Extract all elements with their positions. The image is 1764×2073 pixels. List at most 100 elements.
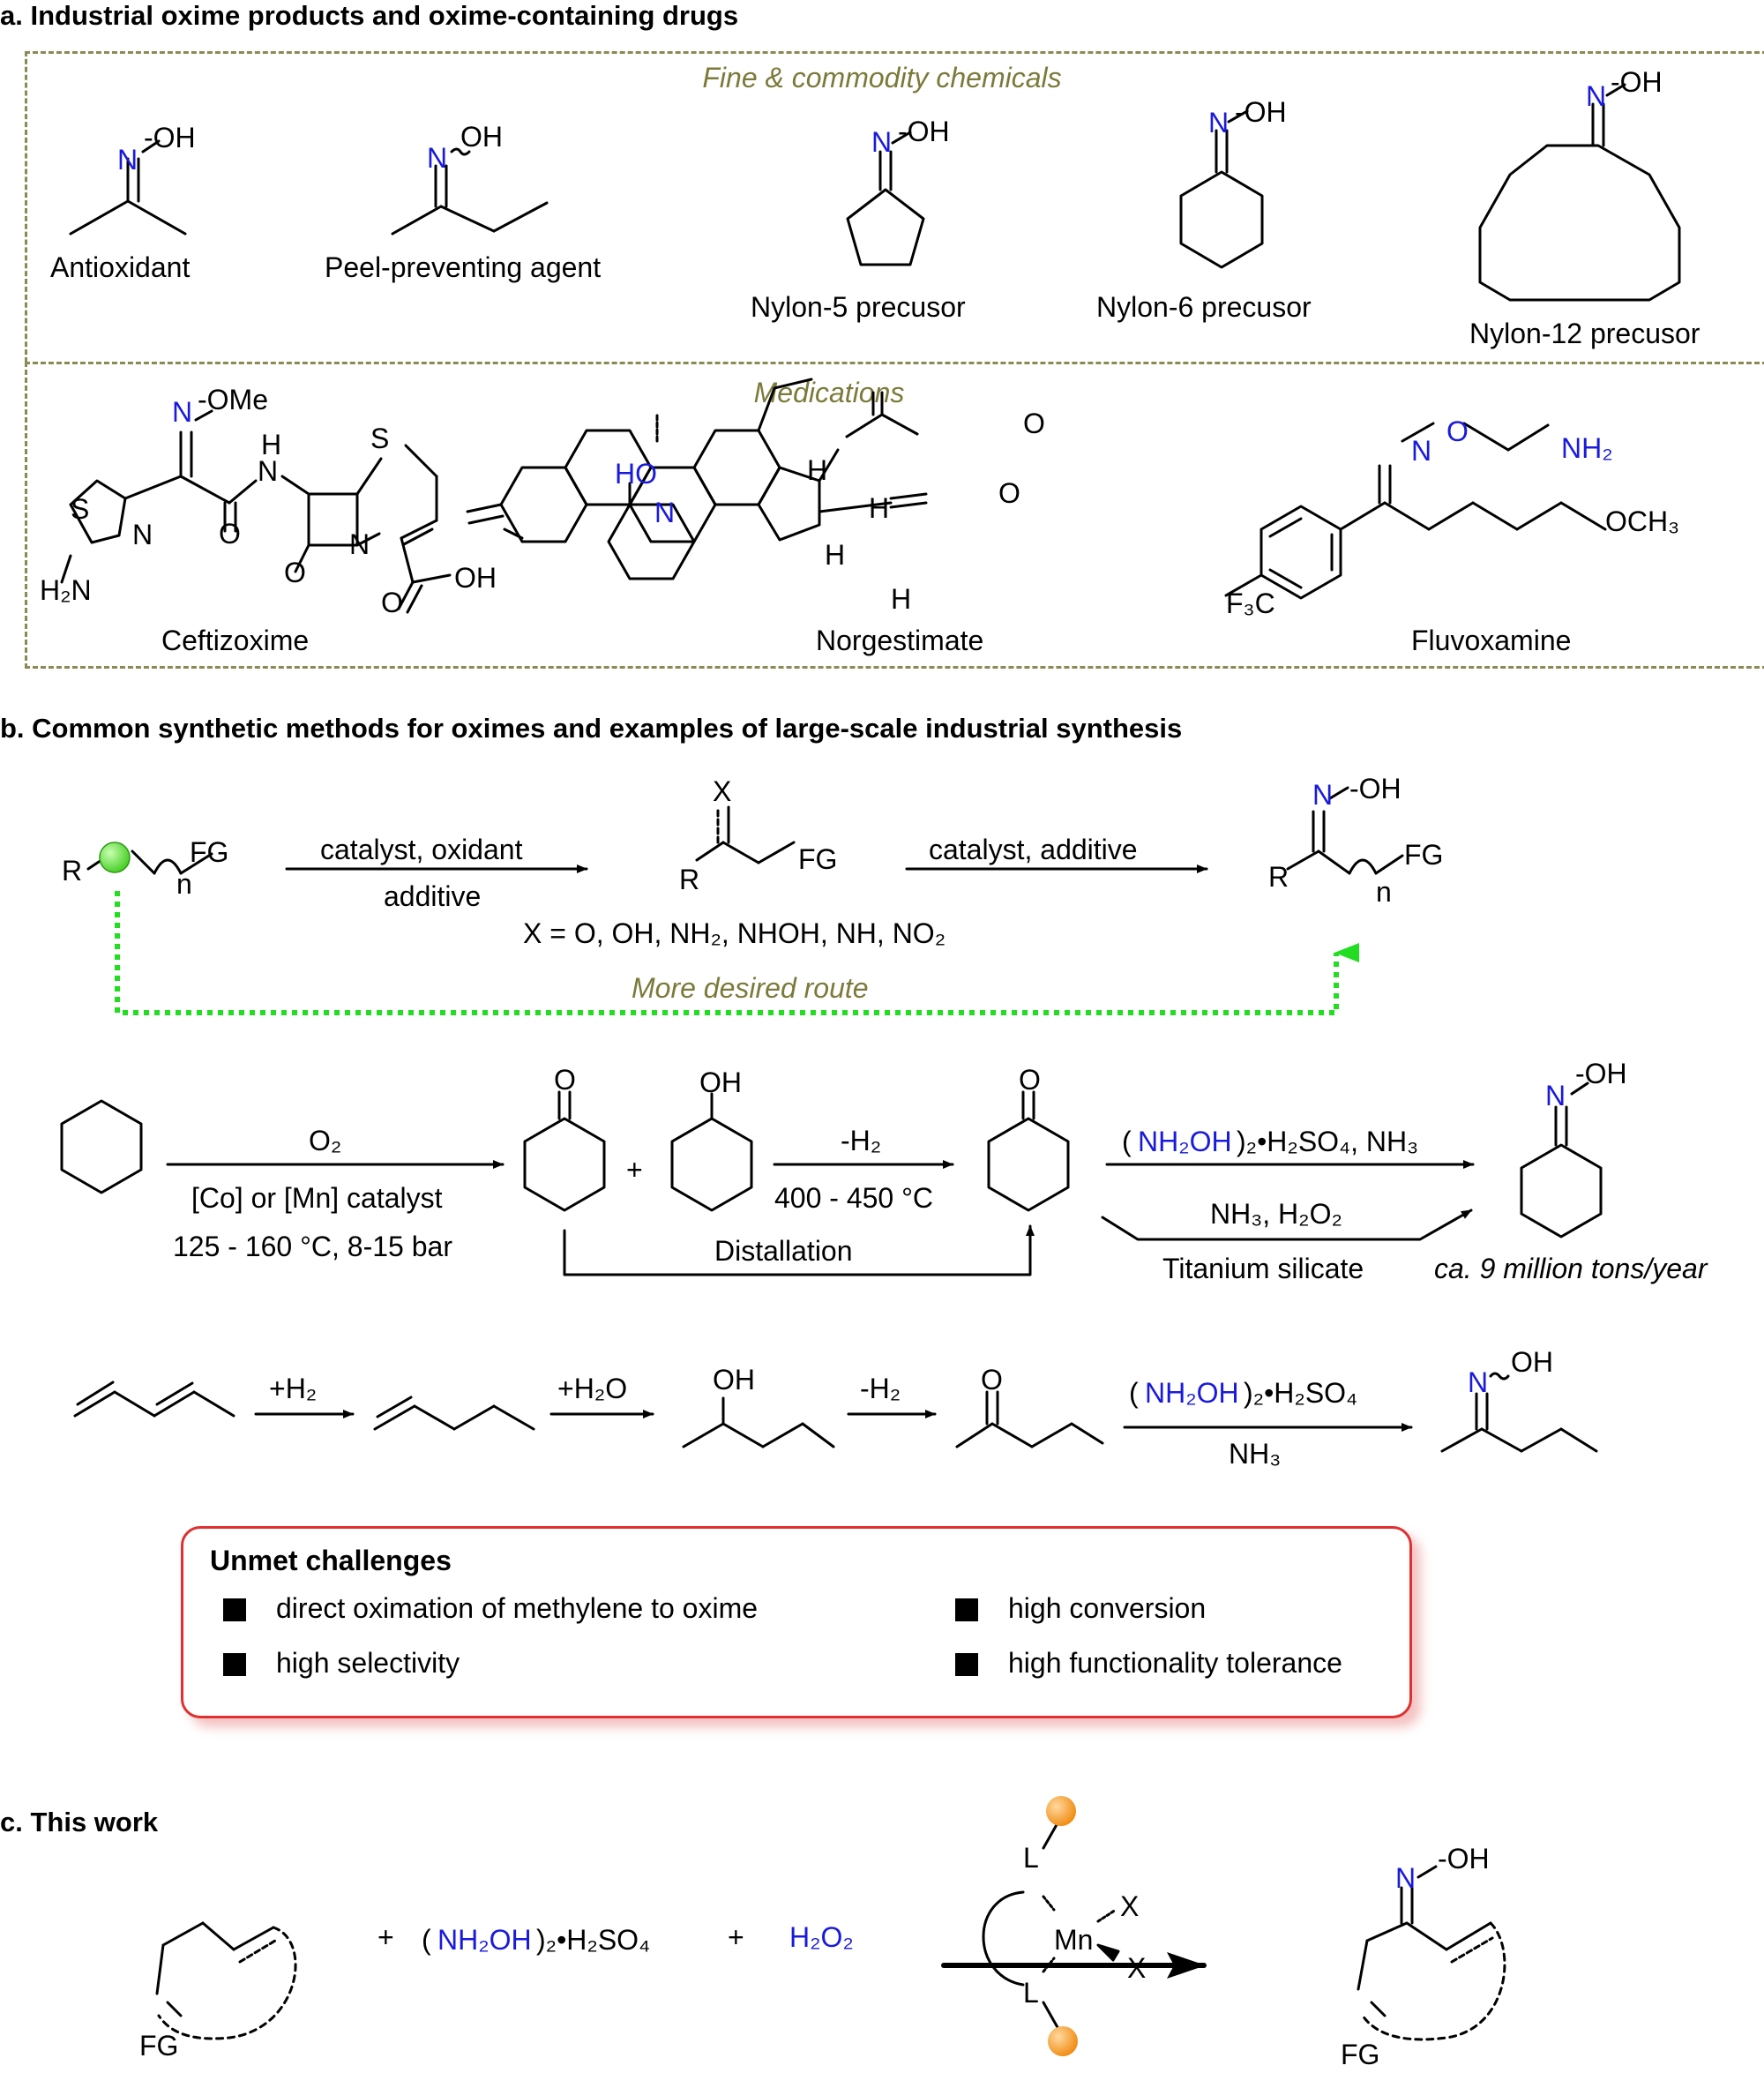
svg-text:S: S [71,493,89,525]
svg-text:R: R [62,855,82,887]
svg-text:H: H [869,492,889,524]
svg-text:N: N [258,455,278,487]
svg-text:FG: FG [1341,2039,1379,2070]
svg-text:-OH: -OH [144,122,196,153]
svg-text:FG: FG [139,2030,178,2062]
step2-conditions: catalyst, additive [929,834,1138,865]
svg-text:OH: OH [460,121,503,153]
svg-text:-OH: -OH [1349,773,1401,805]
medications-title: Medications [753,377,905,408]
peel-preventing-label: Peel-preventing agent [325,251,602,283]
svg-text:n: n [176,868,192,900]
challenge-item: high selectivity [276,1647,460,1679]
desired-route-label: More desired route [632,972,869,1004]
svg-text:X: X [1127,1952,1146,1984]
plus-sign-1: + [626,1154,643,1186]
dehydrogenation-label: -H₂ [841,1125,882,1156]
svg-text:n: n [1376,876,1392,908]
titanium-silicate-label: Titanium silicate [1162,1253,1364,1284]
cyclododecanone-oxime-structure [1478,83,1681,302]
svg-text:N: N [427,142,447,174]
svg-text:H: H [261,429,281,460]
svg-text:O: O [219,518,241,550]
nylon6-label: Nylon-6 precusor [1096,291,1312,323]
panel-b-heading: b. Common synthetic methods for oximes a… [0,713,1183,744]
plus-sign-c1: + [377,1921,394,1953]
svg-text:N: N [654,497,675,528]
svg-text:R: R [1268,861,1289,893]
svg-text:N: N [132,519,153,550]
ligand-substituent-ball-top [1046,1796,1076,1826]
desired-route-arrow [115,891,1359,1015]
challenge-item: high functionality tolerance [1008,1647,1342,1679]
bullet-square [223,1653,246,1676]
svg-text:(: ( [1129,1377,1139,1409]
svg-text:OH: OH [699,1066,742,1098]
production-scale-label: ca. 9 million tons/year [1434,1253,1708,1284]
norgestimate-label: Norgestimate [816,625,984,656]
svg-text:O: O [981,1364,1003,1396]
svg-text:N: N [1312,779,1333,811]
hydration-label: +H₂O [557,1373,628,1404]
pentene-structure [373,1396,535,1431]
bullet-square [955,1598,978,1621]
svg-text:N: N [1411,435,1431,467]
svg-text:H: H [825,539,845,571]
o2-label: O₂ [309,1125,342,1156]
svg-text:-OH: -OH [1575,1058,1627,1089]
svg-text:N: N [172,396,192,428]
general-substrate-structure [86,849,213,875]
oxime-product-c-structure [1357,1865,1506,2041]
cyclohexanol-structure [670,1092,753,1212]
alkene-substrate-structure [155,1921,297,2040]
carbonyl-intermediate-structure [695,805,796,864]
svg-text:S: S [370,423,389,454]
fine-chemicals-box [25,51,1764,363]
svg-text:O: O [1446,415,1469,447]
challenges-title: Unmet challenges [210,1545,452,1576]
ceftizoxime-structure [60,409,452,614]
svg-text:X: X [713,775,731,807]
bullet-square [223,1598,246,1621]
cyclohexanone-structure [523,1090,606,1212]
svg-text:)₂•H₂SO₄: )₂•H₂SO₄ [1244,1377,1357,1409]
svg-text:N: N [349,528,370,560]
product-oxime-structure [1286,786,1404,875]
svg-text:(: ( [1122,1126,1132,1157]
cyclohexanone-oxime-structure [1179,109,1264,269]
svg-text:(: ( [422,1924,431,1956]
svg-text:O: O [1023,408,1045,439]
step1-conditions-top: catalyst, oxidant [320,834,523,865]
ammoximation-arrow [1101,1209,1473,1241]
nylon5-label: Nylon-5 precusor [751,291,966,323]
svg-text:F₃C: F₃C [1226,587,1275,619]
pentadiene-structure [73,1381,235,1418]
challenge-item: direct oximation of methylene to oxime [276,1592,759,1624]
svg-text:-OH: -OH [1235,96,1287,128]
svg-text:H: H [891,583,911,615]
hydrogen-peroxide-label: H₂O₂ [789,1921,854,1953]
plus-sign-c2: + [728,1921,744,1953]
svg-text:NH₂: NH₂ [1561,432,1613,464]
mn-catalyst-structure [982,1820,1120,2031]
svg-text:O: O [1019,1064,1041,1096]
svg-text:H: H [807,454,827,486]
svg-text:HO: HO [615,458,657,490]
challenge-item: high conversion [1008,1592,1207,1624]
svg-text:OH: OH [1511,1346,1553,1378]
norgestimate-structure [466,378,928,580]
svg-text:-OMe: -OMe [198,384,268,415]
svg-text:Mn: Mn [1054,1924,1093,1956]
panel-a-heading: a. Industrial oxime products and oxime-c… [0,0,739,31]
pentanol-structure [682,1396,835,1448]
distillation-arrow [563,1224,1035,1276]
fluvoxamine-label: Fluvoxamine [1411,625,1572,656]
co-mn-catalyst-label: [Co] or [Mn] catalyst [191,1182,443,1214]
cyclopentanone-oxime-structure [846,131,925,266]
svg-text:FG: FG [798,843,837,875]
cyclohexane-structure [60,1099,143,1194]
acetone-oxime-structure [69,139,187,236]
svg-text:OCH₃: OCH₃ [1605,505,1679,537]
cyclohexanone-oxime-product-structure [1520,1081,1603,1239]
svg-text:OH: OH [713,1364,755,1396]
